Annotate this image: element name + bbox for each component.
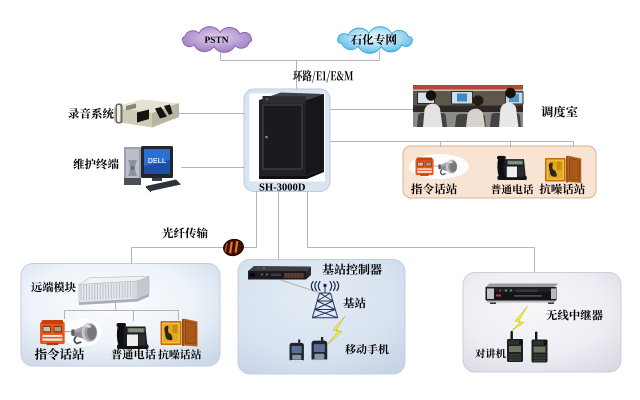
svg-text:DELL: DELL bbox=[148, 158, 167, 165]
